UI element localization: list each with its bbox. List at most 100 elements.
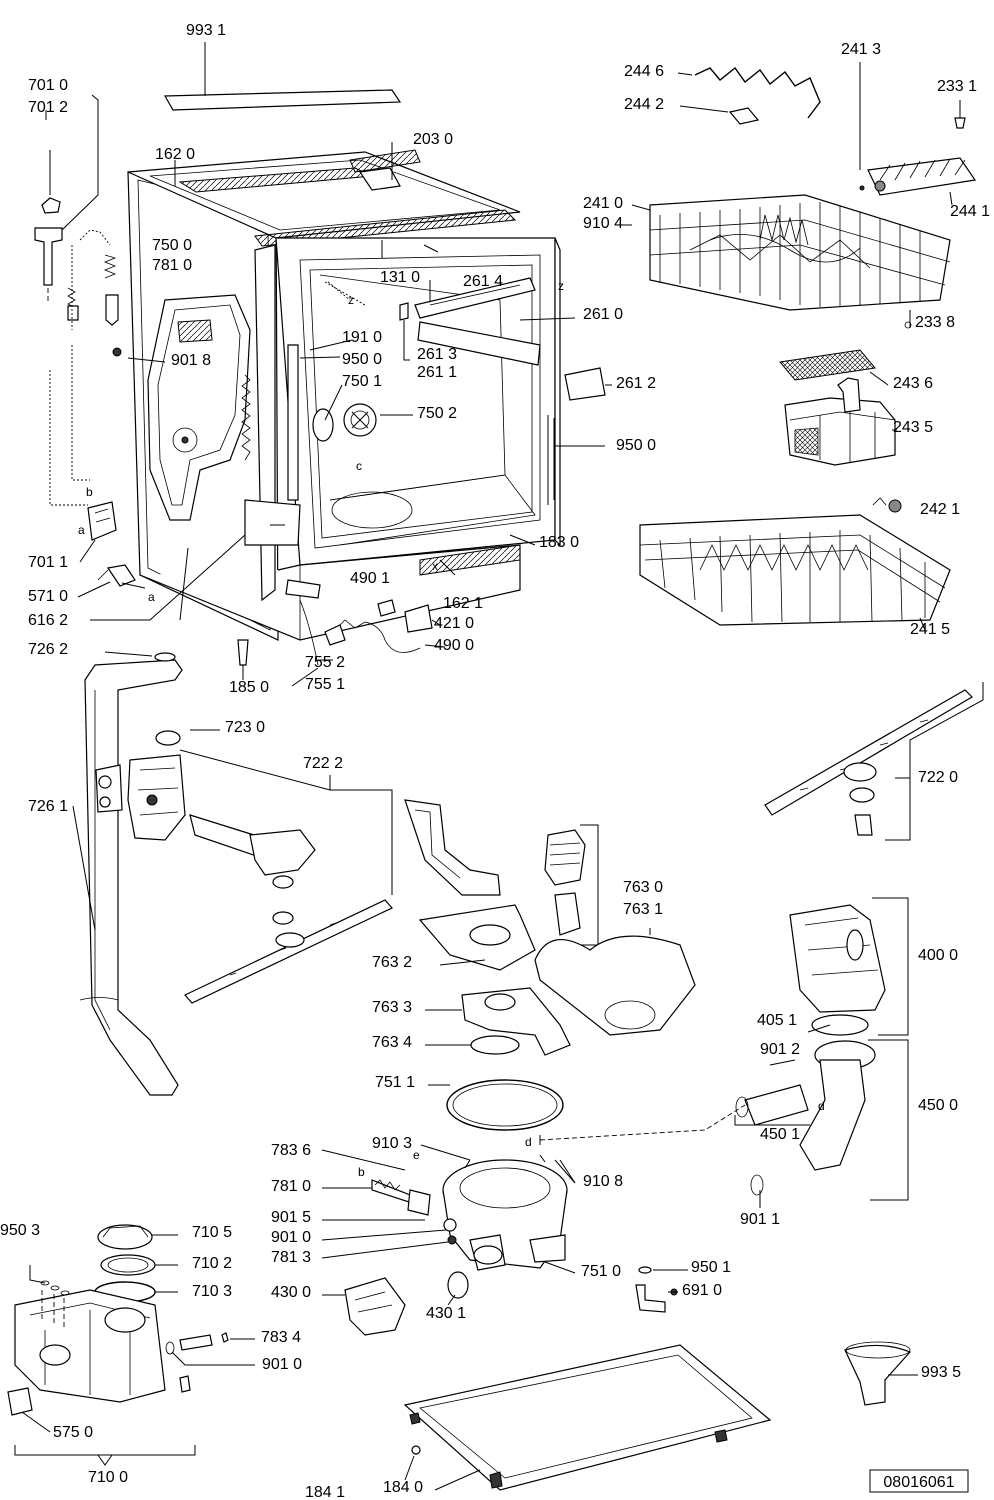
callout-label-783-4: 783 4 bbox=[261, 1329, 301, 1346]
callout-label-691-0: 691 0 bbox=[682, 1282, 722, 1299]
reference-letters: b a a z z c x d e b d bbox=[78, 279, 825, 1179]
ref-letter: x bbox=[432, 559, 438, 573]
callout-label-901-0-b: 901 0 bbox=[262, 1356, 302, 1373]
callout-label-203-0: 203 0 bbox=[413, 131, 453, 148]
misc-upper-parts bbox=[237, 277, 612, 687]
callout-label-430-1: 430 1 bbox=[426, 1305, 466, 1322]
callout-label-781-3: 781 3 bbox=[271, 1249, 311, 1266]
ref-letter: d bbox=[525, 1135, 532, 1149]
callout-label-722-0: 722 0 bbox=[918, 769, 958, 786]
callout-label-901-0-a: 901 0 bbox=[271, 1229, 311, 1246]
callout-label-901-5: 901 5 bbox=[271, 1209, 311, 1226]
upper-spray-arm bbox=[764, 682, 984, 841]
callout-label-901-8: 901 8 bbox=[171, 352, 211, 369]
detergent-dispenser bbox=[7, 1224, 255, 1466]
callout-label-400-0: 400 0 bbox=[918, 947, 958, 964]
top-seal-strip bbox=[163, 42, 402, 111]
callout-label-763-0: 763 0 bbox=[623, 879, 663, 896]
callout-label-993-1: 993 1 bbox=[186, 22, 226, 39]
circulation-pump bbox=[539, 897, 909, 1208]
callout-label-241-5: 241 5 bbox=[910, 621, 950, 638]
callout-label-261-2: 261 2 bbox=[616, 375, 656, 392]
callout-label-751-1: 751 1 bbox=[375, 1074, 415, 1091]
ref-letter: a bbox=[148, 590, 155, 604]
ref-letter: b bbox=[358, 1165, 365, 1179]
callout-label-710-2: 710 2 bbox=[192, 1255, 232, 1272]
lower-basket bbox=[639, 514, 951, 631]
callout-label-763-4: 763 4 bbox=[372, 1034, 412, 1051]
callout-label-162-0: 162 0 bbox=[155, 146, 195, 163]
callout-label-233-1: 233 1 bbox=[937, 78, 977, 95]
ref-letter: z bbox=[558, 279, 564, 293]
cup-shelf-241-3 bbox=[859, 62, 977, 206]
callout-label-781-0-top: 781 0 bbox=[152, 257, 192, 274]
ref-letter: d bbox=[818, 1099, 825, 1113]
callout-label-244-2: 244 2 bbox=[624, 96, 664, 113]
ref-letter: a bbox=[78, 523, 85, 537]
callout-label-750-1: 750 1 bbox=[342, 373, 382, 390]
callout-label-901-1: 901 1 bbox=[740, 1211, 780, 1228]
callout-label-701-1: 701 1 bbox=[28, 554, 68, 571]
callout-label-710-0: 710 0 bbox=[88, 1469, 128, 1486]
document-code-box bbox=[869, 1469, 969, 1493]
callout-label-184-0: 184 0 bbox=[383, 1479, 423, 1496]
callout-label-131-0: 131 0 bbox=[380, 269, 420, 286]
lower-spray-arm-assembly bbox=[127, 749, 393, 1004]
callout-label-950-0-b: 950 0 bbox=[616, 437, 656, 454]
filter-assembly bbox=[418, 824, 696, 1131]
callout-label-261-1: 261 1 bbox=[417, 364, 457, 381]
callout-label-910-8: 910 8 bbox=[583, 1173, 623, 1190]
base-tray bbox=[403, 1341, 918, 1491]
callout-label-763-2: 763 2 bbox=[372, 954, 412, 971]
callout-label-261-3: 261 3 bbox=[417, 346, 457, 363]
ref-letter: z bbox=[348, 293, 354, 307]
callout-label-950-1: 950 1 bbox=[691, 1259, 731, 1276]
callout-label-755-2: 755 2 bbox=[305, 654, 345, 671]
callout-label-722-2: 722 2 bbox=[303, 755, 343, 772]
sensor-691-0 bbox=[635, 1266, 688, 1313]
callout-label-750-0: 750 0 bbox=[152, 237, 192, 254]
callout-label-575-0: 575 0 bbox=[53, 1424, 93, 1441]
callout-label-726-2: 726 2 bbox=[28, 641, 68, 658]
callout-label-430-0: 430 0 bbox=[271, 1284, 311, 1301]
callout-label-405-1: 405 1 bbox=[757, 1012, 797, 1029]
callout-label-241-3: 241 3 bbox=[841, 41, 881, 58]
callout-label-726-1: 726 1 bbox=[28, 798, 68, 815]
cabinet-tub bbox=[127, 149, 561, 641]
callout-label-244-1: 244 1 bbox=[950, 203, 990, 220]
cabinet-leaders bbox=[90, 142, 605, 621]
callout-label-184-1: 184 1 bbox=[305, 1484, 345, 1500]
sump-assembly bbox=[420, 1135, 576, 1274]
callout-label-191-0: 191 0 bbox=[342, 329, 382, 346]
callout-label-244-6: 244 6 bbox=[624, 63, 664, 80]
upper-basket bbox=[615, 194, 951, 329]
callout-label-993-5: 993 5 bbox=[921, 1364, 961, 1381]
callout-label-910-3: 910 3 bbox=[372, 1135, 412, 1152]
callout-label-910-4: 910 4 bbox=[583, 215, 623, 232]
callout-label-421-0: 421 0 bbox=[434, 615, 474, 632]
callout-label-750-2: 750 2 bbox=[417, 405, 457, 422]
callout-label-243-5: 243 5 bbox=[893, 419, 933, 436]
callout-label-490-1: 490 1 bbox=[350, 570, 390, 587]
callout-label-763-3: 763 3 bbox=[372, 999, 412, 1016]
cutlery-basket bbox=[779, 349, 897, 466]
callout-label-241-0: 241 0 bbox=[583, 195, 623, 212]
callout-label-490-0: 490 0 bbox=[434, 637, 474, 654]
callout-label-243-6: 243 6 bbox=[893, 375, 933, 392]
callout-label-616-2: 616 2 bbox=[28, 612, 68, 629]
callout-label-781-0-bottom: 781 0 bbox=[271, 1178, 311, 1195]
callout-label-950-3: 950 3 bbox=[0, 1222, 40, 1239]
callout-label-185-0: 185 0 bbox=[229, 679, 269, 696]
drain-pump bbox=[322, 1271, 469, 1336]
callout-label-450-0: 450 0 bbox=[918, 1097, 958, 1114]
ref-letter: b bbox=[86, 485, 93, 499]
callout-label-751-0: 751 0 bbox=[581, 1263, 621, 1280]
callout-label-755-1: 755 1 bbox=[305, 676, 345, 693]
callout-label-233-8: 233 8 bbox=[915, 314, 955, 331]
callout-label-701-0: 701 0 bbox=[28, 77, 68, 94]
callout-label-242-1: 242 1 bbox=[920, 501, 960, 518]
document-code-text: 08016061 bbox=[883, 1474, 954, 1491]
